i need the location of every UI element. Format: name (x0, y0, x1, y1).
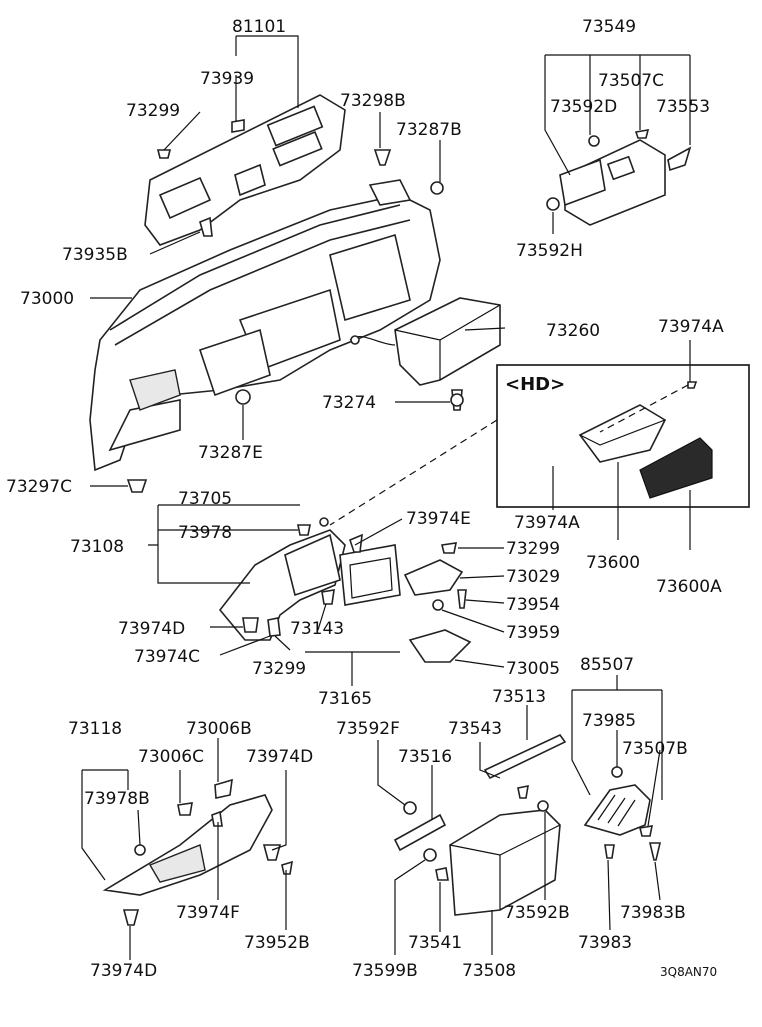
label-73985: 73985 (582, 711, 636, 731)
label-73299-low: 73299 (252, 659, 306, 679)
label-73983: 73983 (578, 933, 632, 953)
label-73006b: 73006B (186, 719, 252, 739)
label-73954: 73954 (506, 595, 560, 615)
hd-inset: <HD> (496, 364, 750, 508)
label-73553: 73553 (656, 97, 710, 117)
lower-knee-panel (102, 778, 294, 926)
cluster-panel (144, 94, 346, 246)
label-73974a-bottom: 73974A (514, 513, 580, 533)
label-73000: 73000 (20, 289, 74, 309)
label-73959: 73959 (506, 623, 560, 643)
diagram-code: 3Q8AN70 (660, 965, 717, 979)
label-73600: 73600 (586, 553, 640, 573)
label-73513: 73513 (492, 687, 546, 707)
label-73974e: 73974E (406, 509, 471, 529)
label-73952b: 73952B (244, 933, 310, 953)
label-73974d-mid: 73974D (118, 619, 185, 639)
label-73541: 73541 (408, 933, 462, 953)
label-73974f: 73974F (176, 903, 240, 923)
label-73108: 73108 (70, 537, 124, 557)
label-73592d: 73592D (550, 97, 617, 117)
label-73592f: 73592F (336, 719, 400, 739)
label-73165: 73165 (318, 689, 372, 709)
label-73978b: 73978B (84, 789, 150, 809)
hd-inset-title: <HD> (505, 374, 565, 395)
lower-left-cover (218, 517, 401, 641)
label-73978: 73978 (178, 523, 232, 543)
upper-fasteners (126, 119, 464, 493)
label-73543: 73543 (448, 719, 502, 739)
label-73287e: 73287E (198, 443, 263, 463)
label-73299-top: 73299 (126, 101, 180, 121)
label-73974a-top: 73974A (658, 317, 724, 337)
label-73983b: 73983B (620, 903, 686, 923)
label-73299-mid: 73299 (506, 539, 560, 559)
upper-box-assembly (546, 129, 692, 226)
label-73118: 73118 (68, 719, 122, 739)
label-73516: 73516 (398, 747, 452, 767)
label-73006c: 73006C (138, 747, 204, 767)
glove-box (393, 733, 567, 916)
label-73592b: 73592B (504, 903, 570, 923)
label-73507b: 73507B (622, 739, 688, 759)
label-73600a: 73600A (656, 577, 722, 597)
label-73507c: 73507C (598, 71, 664, 91)
label-73592h: 73592H (516, 241, 583, 261)
instrument-panel (89, 179, 441, 472)
airbag-module (349, 297, 501, 386)
center-trays (403, 542, 472, 663)
label-73974c: 73974C (134, 647, 200, 667)
label-73549: 73549 (582, 17, 636, 37)
label-73939: 73939 (200, 69, 254, 89)
label-73029: 73029 (506, 567, 560, 587)
label-73705: 73705 (178, 489, 232, 509)
label-73974d-bottom: 73974D (90, 961, 157, 981)
label-73508: 73508 (462, 961, 516, 981)
air-vent (583, 766, 662, 861)
label-81101: 81101 (232, 17, 286, 37)
label-73974d-right: 73974D (246, 747, 313, 767)
label-73287b: 73287B (396, 120, 462, 140)
label-85507: 85507 (580, 655, 634, 675)
label-73935b: 73935B (62, 245, 128, 265)
leader-lines (81, 35, 691, 960)
label-73599b: 73599B (352, 961, 418, 981)
part-labels: 81101 73939 73299 73298B 73287B 73935B 7… (6, 17, 724, 981)
label-73260: 73260 (546, 321, 600, 341)
label-73143: 73143 (290, 619, 344, 639)
label-73298b: 73298B (340, 91, 406, 111)
label-73005: 73005 (506, 659, 560, 679)
label-73274: 73274 (322, 393, 376, 413)
label-73297c: 73297C (6, 477, 72, 497)
